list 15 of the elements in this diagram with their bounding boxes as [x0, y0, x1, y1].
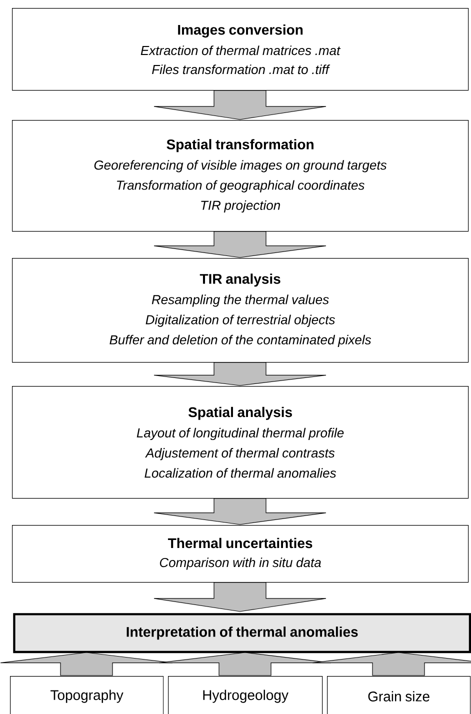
process-box: Spatial transformation Georeferencing of visible images on ground targets Transformation of geographical coordinates TIR projection [12, 120, 469, 232]
result-box: Interpretation of thermal anomalies [13, 613, 471, 654]
block-arrow [154, 498, 326, 525]
process-box: Images conversion Extraction of thermal matrices .mat Files transformation .mat to .tiff [12, 8, 469, 91]
block-arrow [312, 652, 471, 676]
process-box: Spatial analysis Layout of longitudinal thermal profile Adjustement of thermal contrasts Localization of thermal anomalies [12, 386, 469, 499]
block-arrow [154, 90, 326, 120]
input-box: Grain size [327, 676, 471, 714]
input-box: Topography [10, 676, 164, 714]
process-box: TIR analysis Resampling the thermal values Digitalization of terrestrial objects Buffer and deletion of the contaminated pixels [12, 258, 469, 363]
process-box: Thermal uncertainties Comparison with in situ data [12, 525, 469, 583]
input-box: Hydrogeology [168, 676, 323, 714]
block-arrow [154, 231, 326, 258]
block-arrow [154, 582, 326, 612]
block-arrow [154, 362, 326, 386]
